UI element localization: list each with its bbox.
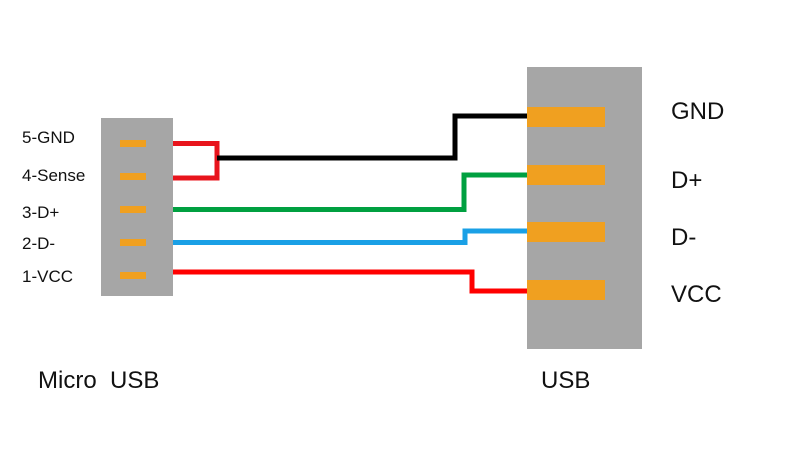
usb-pin-label: GND — [671, 98, 724, 125]
micro-usb-pin-label: 1-VCC — [22, 267, 73, 286]
micro-usb-pin-1 — [120, 272, 146, 279]
usb-pin-vcc — [527, 280, 605, 300]
wire-vcc — [173, 269, 527, 294]
wire-gnd — [217, 113, 527, 161]
wire-sense-gnd-jumper — [173, 141, 220, 181]
wires — [173, 113, 527, 294]
usb-connector — [527, 67, 642, 349]
micro-usb-pin-labels: 5-GND 4-Sense 3-D+ 2-D- 1-VCC — [22, 128, 85, 286]
micro-usb-pin-4 — [120, 173, 146, 180]
wire-d-plus — [173, 172, 527, 212]
micro-usb-title: Micro USB — [38, 367, 159, 394]
micro-usb-pin-label: 3-D+ — [22, 203, 59, 222]
micro-usb-pin-2 — [120, 239, 146, 246]
usb-pin-label: VCC — [671, 281, 722, 308]
wire-d-minus — [173, 228, 527, 245]
micro-usb-pin-label: 2-D- — [22, 234, 55, 253]
micro-usb-pin-label: 4-Sense — [22, 166, 85, 185]
usb-pin-d-plus — [527, 165, 605, 185]
usb-pin-gnd — [527, 107, 605, 127]
usb-pin-d-minus — [527, 222, 605, 242]
micro-usb-pin-5 — [120, 140, 146, 147]
micro-usb-pin-label: 5-GND — [22, 128, 75, 147]
usb-title: USB — [541, 367, 590, 394]
micro-usb-pin-3 — [120, 206, 146, 213]
usb-pin-label: D+ — [671, 167, 702, 194]
usb-pin-labels: GND D+ D- VCC — [671, 98, 724, 308]
micro-usb-connector — [101, 118, 173, 296]
usb-pin-label: D- — [671, 224, 696, 251]
